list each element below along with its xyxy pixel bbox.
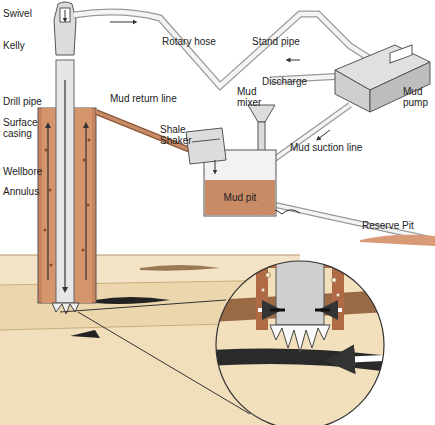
swivel-kelly (54, 2, 76, 55)
reserve-pit (360, 235, 435, 246)
part-label: Discharge (262, 76, 317, 87)
circulation-lines (74, 12, 435, 240)
magnifier-circle (216, 261, 384, 425)
wellbore (38, 60, 96, 314)
part-label: Rotary hose (162, 36, 232, 47)
part-label: Kelly (3, 40, 53, 51)
part-label: Mud suction line (290, 142, 385, 153)
part-label: Shale Shaker (160, 124, 196, 146)
leader-line (60, 300, 226, 312)
part-label: Drill pipe (3, 96, 58, 107)
magnified-bit (210, 255, 390, 425)
part-label: Swivel (3, 8, 63, 19)
part-label: Mud return line (110, 93, 200, 104)
part-label: Mud pump (403, 86, 433, 108)
mud-mixer (248, 105, 275, 152)
part-label: Annulus (3, 186, 53, 197)
mud-pit-box: Mud pit (205, 180, 275, 215)
part-label: Mud mixer (237, 86, 265, 108)
part-label: Stand pipe (252, 36, 312, 47)
part-label: Surface casing (3, 117, 39, 139)
part-label: Wellbore (3, 166, 53, 177)
part-label: Reserve Pit (362, 220, 432, 231)
mud-pit-tank (186, 128, 276, 216)
node-text: Mud pit (224, 192, 257, 203)
